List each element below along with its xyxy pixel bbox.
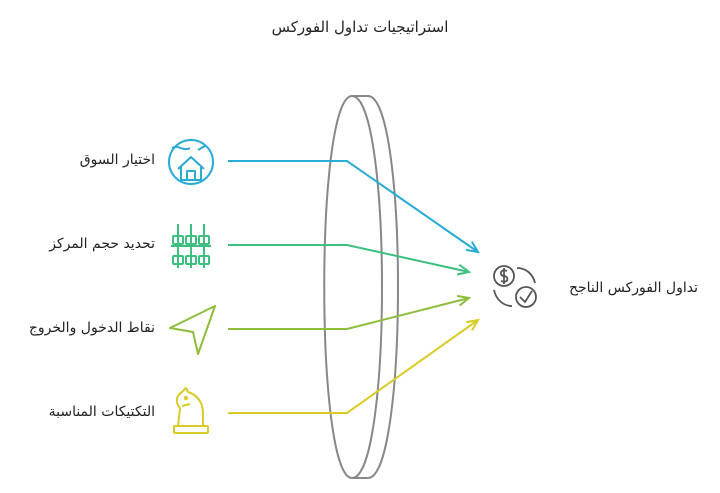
- input-label-market: اختيار السوق: [79, 152, 155, 168]
- flow-line-position-size: [228, 244, 470, 273]
- lens-shape: [323, 95, 399, 479]
- market-house-icon: [168, 139, 214, 185]
- flow-line-tactics-arrowhead: [465, 318, 480, 331]
- input-label-position-size: تحديد حجم المركز: [49, 236, 155, 252]
- chess-knight-icon: [173, 387, 209, 434]
- money-check-icon: [493, 265, 537, 308]
- flow-line-market: [228, 160, 479, 253]
- input-label-entry-exit: نقاط الدخول والخروج: [28, 320, 155, 336]
- diagram-title: استراتيجيات تداول الفوركس: [271, 18, 449, 36]
- flow-line-tactics: [228, 319, 479, 414]
- output-label: تداول الفوركس الناجح: [568, 280, 698, 296]
- flow-line-entry-exit-arrowhead: [456, 294, 472, 307]
- flow-line-position-size-arrowhead: [456, 263, 472, 276]
- navigation-arrow-icon: [169, 305, 216, 355]
- input-label-tactics: التكتيكات المناسبة: [48, 404, 155, 420]
- sliders-icon: [171, 224, 211, 268]
- flow-line-entry-exit: [228, 297, 470, 330]
- flow-line-market-arrowhead: [465, 241, 480, 254]
